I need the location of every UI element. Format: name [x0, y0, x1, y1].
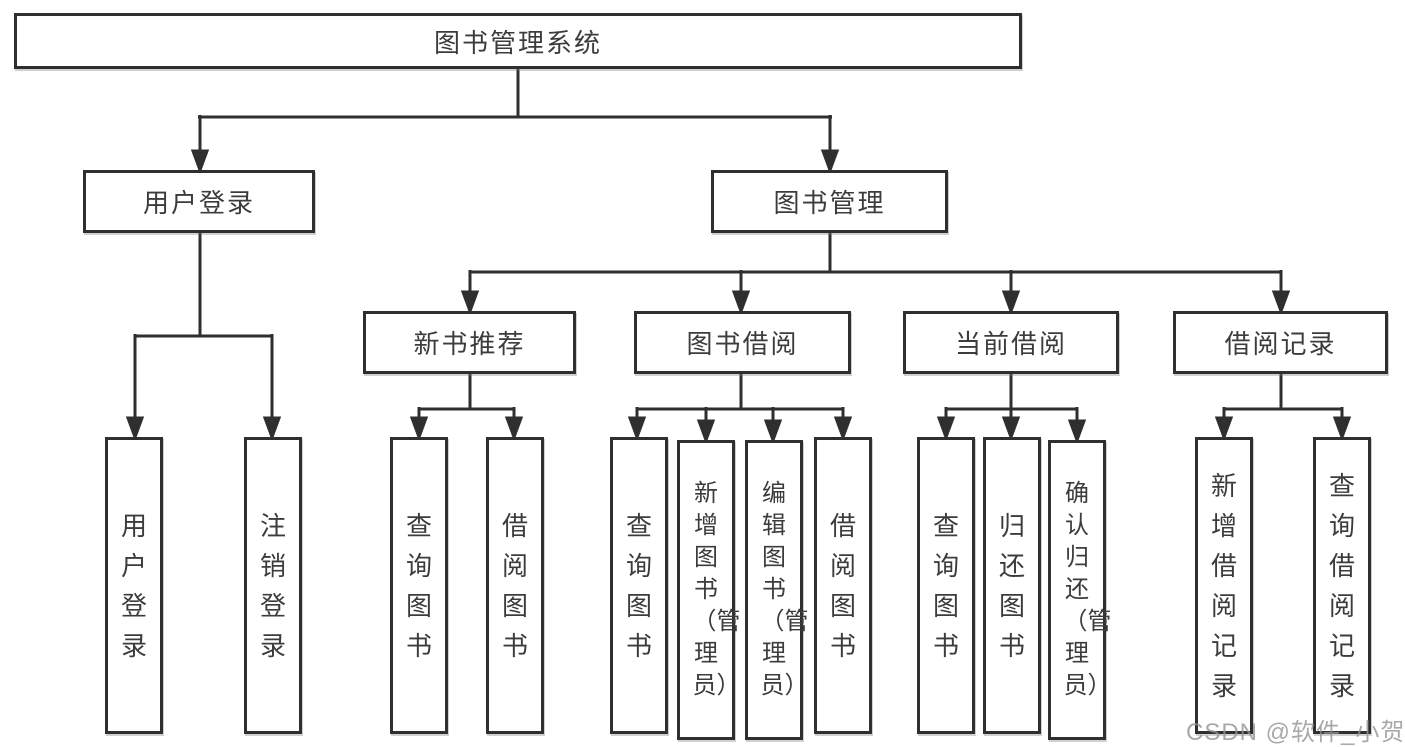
leaf-recommend-query-books: 查询图书 [390, 437, 448, 734]
node-label: 确认归还（管理员） [1063, 480, 1112, 699]
leaf-borrowing-edit-books-admin: 编辑图书（管理员） [745, 440, 809, 740]
leaf-current-confirm-return-admin: 确认归还（管理员） [1048, 440, 1112, 740]
leaf-records-add-borrow-record: 新增借阅记录 [1195, 437, 1253, 734]
node-new-book-recommendation: 新书推荐 [363, 311, 576, 374]
node-label: 用户登录 [120, 510, 147, 661]
node-book-management: 图书管理 [711, 170, 948, 233]
node-label: 图书管理系统 [433, 27, 602, 58]
node-library-system: 图书管理系统 [14, 13, 1022, 69]
leaf-user-login: 用户登录 [105, 437, 163, 734]
node-current-borrowing: 当前借阅 [903, 311, 1119, 374]
node-label: 新书推荐 [413, 329, 526, 359]
node-label: 查询图书 [932, 510, 959, 661]
node-label: 查询借阅记录 [1328, 470, 1355, 701]
leaf-recommend-borrow-books: 借阅图书 [486, 437, 544, 734]
node-label: 借阅记录 [1224, 329, 1337, 359]
leaf-current-query-books: 查询图书 [917, 437, 975, 734]
node-label: 图书借阅 [686, 329, 799, 359]
node-label: 编辑图书（管理员） [760, 480, 809, 699]
csdn-watermark: CSDN @软件_小贺同学 [1186, 719, 1405, 746]
node-label: 查询图书 [405, 510, 432, 661]
node-label: 借阅图书 [829, 510, 856, 661]
node-label: 当前借阅 [954, 329, 1067, 359]
node-label: 注销登录 [259, 510, 286, 661]
node-label: 图书管理 [773, 188, 886, 218]
node-label: 新增图书（管理员） [692, 480, 741, 699]
node-label: 查询图书 [625, 510, 652, 661]
node-label: 新增借阅记录 [1210, 470, 1237, 701]
leaf-current-return-books: 归还图书 [983, 437, 1041, 734]
leaf-logout-login: 注销登录 [244, 437, 302, 734]
leaf-borrowing-add-books-admin: 新增图书（管理员） [677, 440, 741, 740]
leaf-records-query-borrow-record: 查询借阅记录 [1313, 437, 1371, 734]
node-user-login: 用户登录 [83, 170, 315, 233]
node-book-borrowing: 图书借阅 [634, 311, 851, 374]
leaf-borrowing-borrow-books: 借阅图书 [814, 437, 872, 734]
leaf-borrowing-query-books: 查询图书 [610, 437, 668, 734]
node-label: 用户登录 [142, 188, 255, 218]
node-borrowing-records: 借阅记录 [1173, 311, 1388, 374]
node-label: 借阅图书 [501, 510, 528, 661]
node-label: 归还图书 [998, 510, 1025, 661]
